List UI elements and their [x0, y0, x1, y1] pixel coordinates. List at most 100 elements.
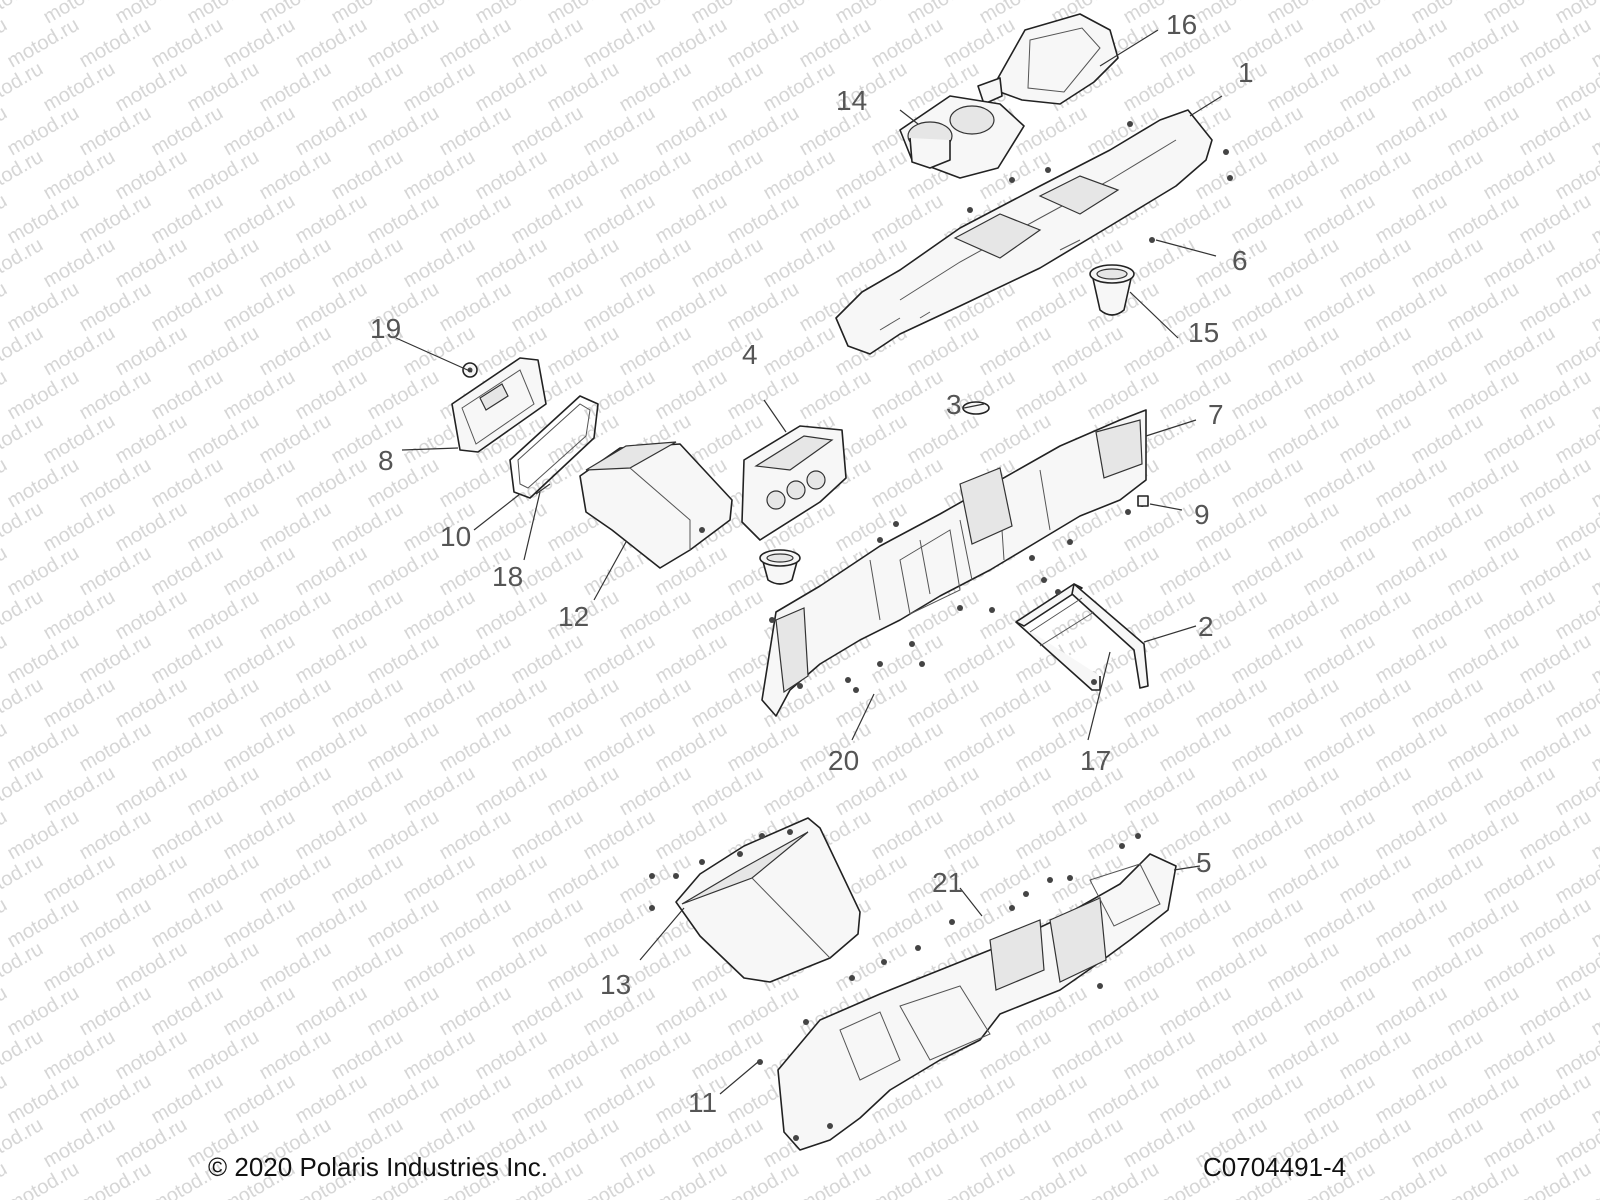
watermark-text: motod.ru	[976, 674, 1055, 733]
watermark-text: motod.ru	[1408, 850, 1487, 909]
watermark-text: motod.ru	[1300, 718, 1379, 777]
watermark-text: motod.ru	[112, 410, 191, 469]
watermark-text: motod.ru	[40, 410, 119, 469]
watermark-text: motod.ru	[652, 14, 731, 73]
watermark-text: motod.ru	[184, 410, 263, 469]
watermark-text: motod.ru	[1408, 146, 1487, 205]
watermark-text: motod.ru	[1228, 278, 1307, 337]
watermark-text: motod.ru	[904, 762, 983, 821]
watermark-text: motod.ru	[400, 234, 479, 293]
watermark-text: motod.ru	[184, 586, 263, 645]
watermark-text: motod.ru	[400, 0, 479, 28]
watermark-text: motod.ru	[0, 146, 47, 205]
watermark-text: motod.ru	[148, 278, 227, 337]
watermark-text: motod.ru	[112, 1114, 191, 1173]
watermark-text: motod.ru	[436, 190, 515, 249]
watermark-text: motod.ru	[1264, 850, 1343, 909]
watermark-text: motod.ru	[0, 0, 47, 28]
watermark-text: motod.ru	[580, 630, 659, 689]
watermark-text: motod.ru	[1480, 410, 1559, 469]
part-2-bracket	[1015, 583, 1149, 691]
watermark-text: motod.ru	[868, 14, 947, 73]
watermark-text: motod.ru	[0, 498, 47, 557]
watermark-text: motod.ru	[796, 1158, 875, 1200]
watermark-text: motod.ru	[1336, 498, 1415, 557]
watermark-text: motod.ru	[4, 454, 83, 513]
part-15-cup-lower	[759, 549, 801, 585]
watermark-text: motod.ru	[4, 1070, 83, 1129]
callout-2: 2	[1198, 611, 1214, 642]
watermark-text: motod.ru	[508, 102, 587, 161]
watermark-text: motod.ru	[904, 410, 983, 469]
watermark-text: motod.ru	[436, 1070, 515, 1129]
watermark-text: motod.ru	[112, 58, 191, 117]
watermark-text: motod.ru	[328, 850, 407, 909]
watermark-text: motod.ru	[472, 1026, 551, 1085]
watermark-text: motod.ru	[292, 718, 371, 777]
watermark-text: motod.ru	[724, 102, 803, 161]
watermark-text: motod.ru	[1228, 982, 1307, 1041]
watermark-text: motod.ru	[1156, 630, 1235, 689]
watermark-text: motod.ru	[256, 0, 335, 28]
callout-20: 20	[828, 745, 859, 776]
watermark-text: motod.ru	[1264, 498, 1343, 557]
watermark-text: motod.ru	[1120, 234, 1199, 293]
watermark-text: motod.ru	[364, 982, 443, 1041]
watermark-text: motod.ru	[436, 718, 515, 777]
watermark-text: motod.ru	[1516, 1158, 1595, 1200]
watermark-text: motod.ru	[1228, 102, 1307, 161]
watermark-text: motod.ru	[256, 1026, 335, 1085]
watermark-text: motod.ru	[220, 190, 299, 249]
watermark-text: motod.ru	[1372, 630, 1451, 689]
watermark-text: motod.ru	[1300, 1070, 1379, 1129]
watermark-text: motod.ru	[1120, 1114, 1199, 1173]
watermark-text: motod.ru	[364, 1070, 443, 1129]
watermark-text: motod.ru	[1264, 586, 1343, 645]
watermark-text: motod.ru	[112, 762, 191, 821]
watermark-text: motod.ru	[1480, 938, 1559, 997]
watermark-text: motod.ru	[1408, 938, 1487, 997]
watermark-text: motod.ru	[256, 850, 335, 909]
watermark-text: motod.ru	[292, 982, 371, 1041]
watermark-text: motod.ru	[472, 146, 551, 205]
watermark-text: motod.ru	[508, 630, 587, 689]
watermark-text: motod.ru	[1300, 542, 1379, 601]
watermark-text: motod.ru	[940, 718, 1019, 777]
watermark-text: motod.ru	[1444, 1158, 1523, 1200]
watermark-text: motod.ru	[0, 234, 47, 293]
watermark-text: motod.ru	[436, 14, 515, 73]
watermark-text: motod.ru	[148, 1070, 227, 1129]
watermark-text: motod.ru	[1012, 1158, 1091, 1200]
watermark-text: motod.ru	[1120, 1026, 1199, 1085]
watermark-text: motod.ru	[436, 894, 515, 953]
watermark-text: motod.ru	[0, 1026, 47, 1085]
watermark-text: motod.ru	[1228, 630, 1307, 689]
watermark-text: motod.ru	[40, 498, 119, 557]
watermark-text: motod.ru	[76, 366, 155, 425]
watermark-text: motod.ru	[688, 234, 767, 293]
watermark-text: motod.ru	[1300, 454, 1379, 513]
watermark-text: motod.ru	[1444, 542, 1523, 601]
watermark-text: motod.ru	[1444, 190, 1523, 249]
watermark-text: motod.ru	[184, 498, 263, 557]
watermark-text: motod.ru	[1264, 674, 1343, 733]
watermark-text: motod.ru	[616, 0, 695, 28]
callout-11: 11	[688, 1087, 717, 1118]
watermark-text: motod.ru	[1336, 850, 1415, 909]
watermark-text: motod.ru	[724, 366, 803, 425]
watermark-text: motod.ru	[724, 14, 803, 73]
watermark-text: motod.ru	[76, 1158, 155, 1200]
watermark-text: motod.ru	[1444, 630, 1523, 689]
watermark-text: motod.ru	[616, 234, 695, 293]
watermark-text: motod.ru	[580, 806, 659, 865]
watermark-text: motod.ru	[1264, 322, 1343, 381]
watermark-text: motod.ru	[472, 586, 551, 645]
watermark-text: motod.ru	[4, 366, 83, 425]
watermark-text: motod.ru	[76, 894, 155, 953]
watermark-text: motod.ru	[1480, 674, 1559, 733]
watermark-text: motod.ru	[148, 718, 227, 777]
watermark-text: motod.ru	[472, 762, 551, 821]
callout-19: 19	[370, 313, 401, 344]
watermark-text: motod.ru	[76, 630, 155, 689]
watermark-text: motod.ru	[1516, 982, 1595, 1041]
